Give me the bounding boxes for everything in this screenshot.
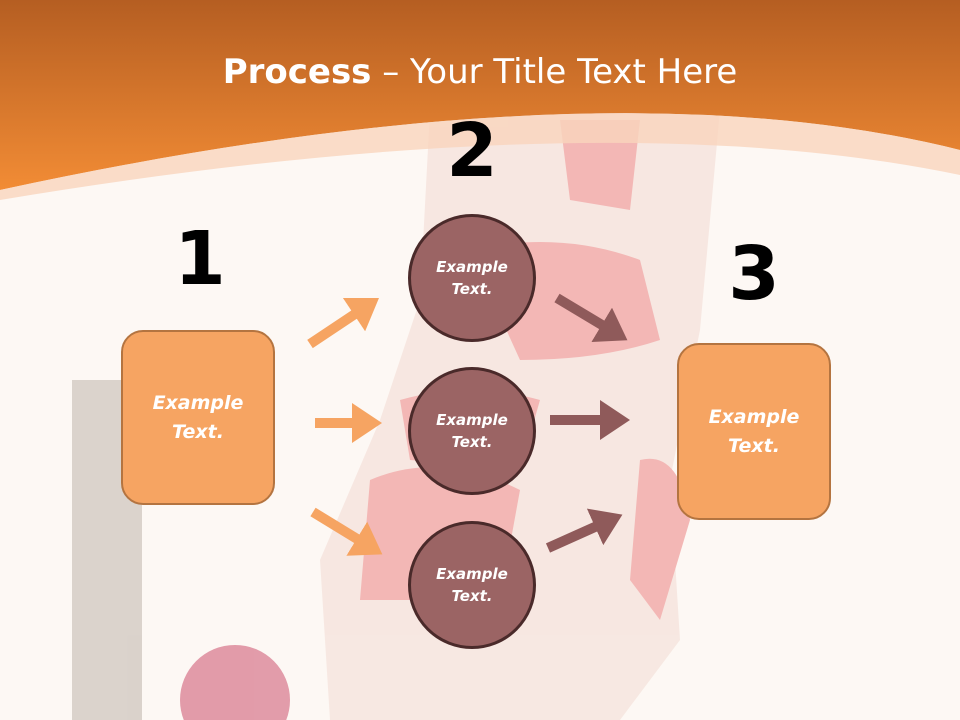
slide-title: Process – Your Title Text Here: [0, 52, 960, 92]
arrow-from-circle-3: [545, 508, 623, 553]
title-rest: – Your Title Text Here: [371, 52, 738, 92]
arrow-to-circle-1: [307, 298, 379, 349]
circle-3-text: Example Text.: [436, 564, 508, 606]
step-2-circle-3: Example Text.: [408, 521, 536, 649]
step-3-box: Example Text.: [677, 343, 831, 520]
step-2-circle-2: Example Text.: [408, 367, 536, 495]
header-curve: [0, 113, 960, 200]
step-number-3: 3: [728, 231, 780, 317]
arrow-from-circle-1: [554, 293, 628, 342]
step-number-2: 2: [446, 108, 498, 194]
step-1-box: Example Text.: [121, 330, 275, 505]
step-1-text: Example Text.: [152, 392, 244, 443]
title-bold: Process: [222, 52, 372, 92]
arrow-to-circle-3: [310, 507, 383, 556]
bolt-illustration: [72, 380, 290, 720]
circle-1-text: Example Text.: [436, 257, 508, 299]
step-3-text: Example Text.: [708, 406, 800, 457]
circle-2-text: Example Text.: [436, 410, 508, 452]
step-number-1: 1: [174, 216, 226, 302]
header-band: [0, 0, 960, 190]
step-2-circle-1: Example Text.: [408, 214, 536, 342]
